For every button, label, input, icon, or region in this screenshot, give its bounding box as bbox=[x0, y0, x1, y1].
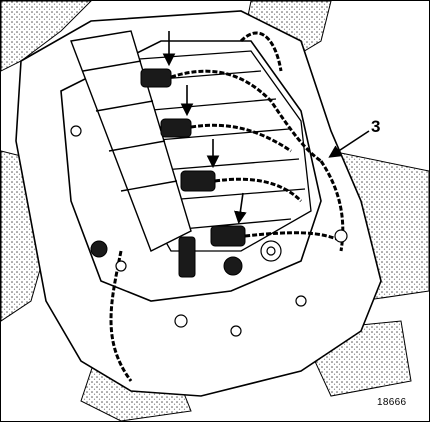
intake-manifold bbox=[70, 30, 192, 252]
bolts bbox=[70, 125, 348, 337]
figure-number: 18666 bbox=[377, 397, 407, 408]
pointer-arrows bbox=[162, 31, 370, 225]
callout-label: 3 bbox=[371, 117, 381, 136]
ignition-coils bbox=[90, 68, 246, 278]
